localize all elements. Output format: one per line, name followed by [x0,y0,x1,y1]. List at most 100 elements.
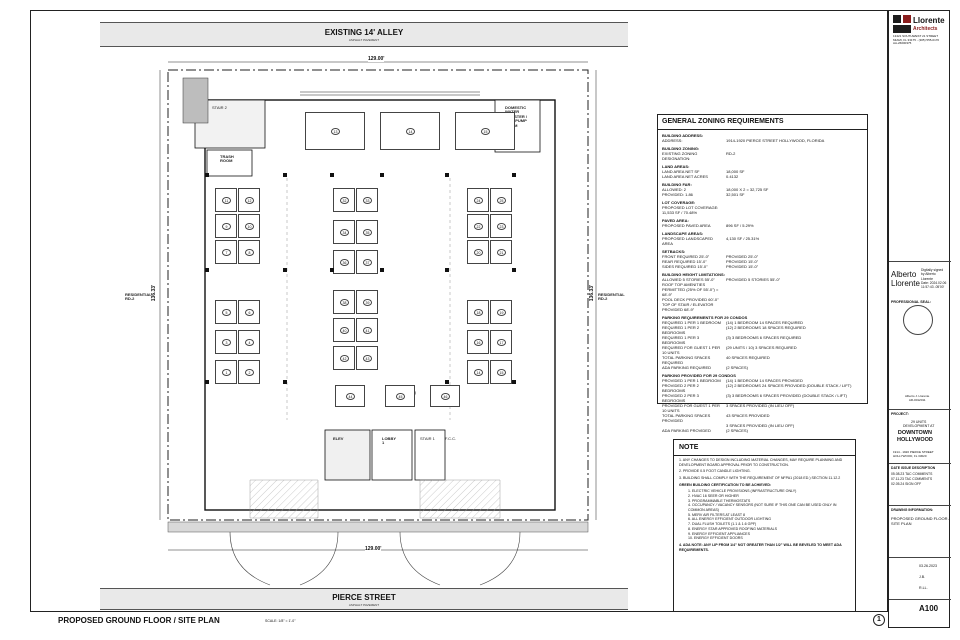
seal-icon [903,305,933,335]
stall-number: 34 [340,229,349,236]
zoning-cell: 3 SPACES PROVIDED (IN LIEU OFF) [726,402,795,408]
stall-number: 23 [497,223,506,230]
zoning-section-heading: LAND AREAS: [662,163,690,169]
zoning-cell: (2 SPACES) [726,364,748,370]
project-label: PROJECT: [891,412,909,416]
structural-column [205,380,209,384]
stair-1-label: STAIR 1 [420,436,435,441]
zoning-row: PROPOSED LOT COVERAGE: 11,533 SF / 70.48… [662,205,863,215]
zoning-left-label: RESIDENTIAL RD-2 [125,292,152,302]
zoning-cell: 18,000 X 2 = 32,725 SF [726,186,769,192]
zoning-cell: 3 SPACES PROVIDED (IN LIEU OFF) [726,422,795,428]
zoning-cell: 18,000 SF [726,168,745,174]
zoning-section-heading: BUILDING ADDRESS: [662,132,704,138]
zoning-cell: TOTAL PARKING SPACES REQUIRED [662,354,711,365]
stall-number: 8 [245,249,254,256]
zoning-cell: ADA PARKING REQUIRED [662,364,712,370]
zoning-cell: REQUIRED 1 PER 2 BEDROOMS [662,324,700,335]
structural-column [283,268,287,272]
firm-name: Llorente [913,16,945,25]
note-title: NOTE [674,440,855,457]
stall-number: 32 [340,197,349,204]
zoning-cell: (14) 1 BEDROOM 14 SPACES REQUIRED [726,319,804,325]
zoning-row: FRONT REQUIRED 25'-0"PROVIDED 25'-0" [662,254,863,259]
structural-column [445,380,449,384]
parking-stall: 39 [356,290,378,314]
stall-number: 15 [481,128,490,135]
zoning-section-heading: PARKING PROVIDED FOR 29 CONDOS [662,372,736,378]
parking-stall: 5 [215,300,237,324]
parking-stall: 32 [333,188,355,212]
parking-stall: 44 [335,385,365,407]
zoning-row: REQUIRED 1 PER 3 BEDROOMS(3) 3 BEDROOMS … [662,335,863,345]
zoning-cell: (12) 2 BEDROOMS 24 SPACES PROVIDED (DOUB… [726,382,852,388]
zoning-cell: (14) 1 BEDROOM 14 SPACES PROVIDED [726,377,803,383]
parking-stall: 3 [215,330,237,354]
zoning-cell: REQUIRED 1 PER 1 BEDROOM [662,319,721,325]
zoning-cell: LAND AREA NET ACRES [662,173,708,179]
street-name: PIERCE STREET [332,593,396,602]
green-building-item: 9. ENERGY EFFICIENT APPLIANCES [688,531,750,536]
zoning-cell: POOL DECK PROVIDED 60'-0" [662,296,719,302]
parking-stall: 9 [215,214,237,238]
ada-note: 4. ADA NOTE: ANY LIP FROM 1/4" NOT GREAT… [679,542,842,552]
note-item: 3. BUILDING SHALL COMPLY WITH THE REQUIR… [679,476,841,481]
zoning-section-heading: SETBACKS: [662,248,686,254]
dimension-right: 136.33' [589,284,596,302]
drawing-info-label: DRAWING INFORMATION: [891,508,934,512]
zoning-section-heading: LOT COVERAGE: [662,199,696,205]
stall-number: 5 [222,309,231,316]
zoning-cell: ADA PARKING PROVIDED [662,427,711,433]
stall-number: 45 [396,393,405,400]
parking-stall: 2 [238,360,260,384]
zoning-cell: LAND AREA NET SF [662,168,700,174]
zoning-cell: FRONT REQUIRED 25'-0" [662,253,710,259]
parking-stall: 10 [238,214,260,238]
zoning-cell: (29 UNITS / 10) 3 SPACES REQUIRED [726,344,797,350]
zoning-section-heading: PARKING REQUIREMENTS FOR 29 CONDOS [662,314,748,320]
green-building-item: 6. ALL ENERGY EFFICIENT OUTDOOR LIGHTING [688,517,772,522]
zoning-cell: EXISTING ZONING DESIGNATION: [662,150,698,161]
zoning-row: ADA PARKING PROVIDED(2 SPACES) [662,428,863,433]
date-value: 03.26.2023 [919,564,937,568]
stall-number: 13 [331,128,340,135]
parking-stall: 11 [215,188,237,212]
parking-stall: 42 [333,346,355,370]
view-scale: SCALE: 1/8" = 1'-0" [265,619,296,623]
parking-stall: 16 [467,330,489,354]
stall-number: 38 [340,299,349,306]
revision-row: 05.08.23 TAC COMMENTS [891,472,933,476]
parking-stall: 41 [356,318,378,342]
structural-column [512,268,516,272]
alley-name: EXISTING 14' ALLEY [324,28,404,37]
zoning-section-heading: LANDSCAPE AREAS: [662,230,704,236]
parking-stall: 1 [215,360,237,384]
stall-number: 46 [441,393,450,400]
parking-stall: 7 [215,240,237,264]
parking-stall: 23 [490,214,512,238]
stall-number: 41 [363,327,372,334]
zoning-row: REQUIRED 1 PER 1 BEDROOM (14) 1 BEDROOM 1… [662,320,863,325]
stall-number: 4 [245,339,254,346]
zoning-row: PROVIDED 2 PER 3 BEDROOMS(3) 3 BEDROOMS … [662,393,863,403]
zoning-section-heading: PAVED AREA: [662,217,689,223]
dimension-top: 129.00' [368,56,385,62]
structural-column [512,173,516,177]
trash-room-label: TRASH ROOM [220,154,234,164]
parking-stall: 17 [490,330,512,354]
structural-column [205,268,209,272]
stall-number: 15 [497,369,506,376]
elevator-label: ELEV [333,436,344,441]
parking-stall: 14 [467,360,489,384]
firm-logo-icon [893,15,911,33]
parking-stall: 20 [467,240,489,264]
note-item: 1. ANY CHANGES TO DESIGN INCLUDING MATER… [679,458,843,467]
zoning-cell: 43 SPACES PROVIDED [726,412,770,418]
signature-cell: Alberto Llorente Digitally signed by Alb… [889,261,951,341]
zoning-cell: 1914-1920 PIERCE STREET HOLLYWOOD, FLORI… [726,137,825,143]
